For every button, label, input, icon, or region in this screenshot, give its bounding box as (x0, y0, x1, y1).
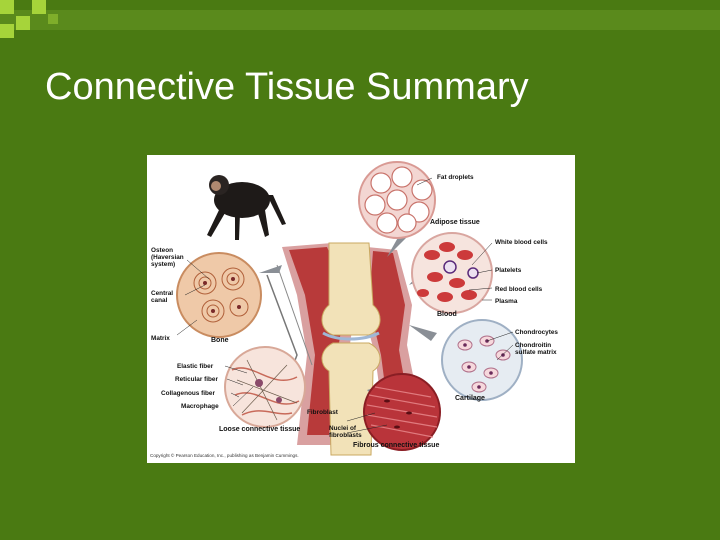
accent-square (16, 16, 30, 30)
bone-circle (176, 252, 262, 338)
figure-illustration: Osteon (Haversian system) Central canal … (150, 161, 558, 458)
label-red-blood-cells: Red blood cells (495, 286, 543, 293)
label-cartilage: Cartilage (455, 395, 485, 402)
label-bone: Bone (211, 337, 229, 344)
label-fat-droplets: Fat droplets (437, 174, 474, 181)
label-osteon-sub2: system) (151, 261, 175, 268)
blood-circle (411, 232, 493, 314)
label-blood: Blood (437, 311, 457, 318)
label-white-blood-cells: White blood cells (495, 239, 548, 246)
label-macrophage: Macrophage (181, 403, 219, 410)
accent-square (48, 14, 58, 24)
chimpanzee-image (207, 175, 286, 240)
label-reticular-fiber: Reticular fiber (175, 376, 218, 383)
label-osteon-sub1: (Haversian (151, 254, 184, 261)
top-decoration-band (0, 0, 720, 40)
accent-square (32, 0, 46, 14)
label-canal: canal (151, 297, 168, 304)
label-nuclei-of: Nuclei of (329, 425, 357, 432)
label-central: Central (151, 290, 173, 297)
slide-title: Connective Tissue Summary (45, 66, 529, 108)
label-fibroblast: Fibroblast (307, 409, 339, 416)
leader-lines (176, 177, 514, 434)
fibrous-connective-circle (363, 373, 441, 451)
label-chondroitin: Chondroitin (515, 342, 551, 349)
label-osteon: Osteon (151, 247, 173, 254)
label-chondrocytes: Chondrocytes (515, 329, 558, 336)
label-fibrous-connective: Fibrous connective tissue (353, 442, 439, 449)
loose-connective-circle (224, 346, 306, 428)
copyright-notice: Copyright © Pearson Education, Inc., pub… (150, 452, 299, 458)
accent-square (0, 24, 14, 38)
label-plasma: Plasma (495, 298, 518, 305)
accent-square (0, 0, 14, 14)
decoration-squares (0, 0, 720, 38)
label-matrix: Matrix (151, 335, 170, 342)
label-adipose-tissue: Adipose tissue (430, 219, 480, 226)
connective-tissue-figure: Osteon (Haversian system) Central canal … (147, 155, 575, 463)
label-loose-connective: Loose connective tissue (219, 426, 300, 433)
adipose-tissue-circle (358, 161, 436, 239)
label-fibroblasts: fibroblasts (329, 432, 362, 439)
label-collagenous-fiber: Collagenous fiber (161, 390, 215, 397)
label-platelets: Platelets (495, 267, 522, 274)
label-elastic-fiber: Elastic fiber (177, 363, 214, 370)
label-sulfate-matrix: sulfate matrix (515, 349, 557, 356)
cartilage-circle (441, 319, 523, 401)
decoration-band (0, 10, 720, 30)
